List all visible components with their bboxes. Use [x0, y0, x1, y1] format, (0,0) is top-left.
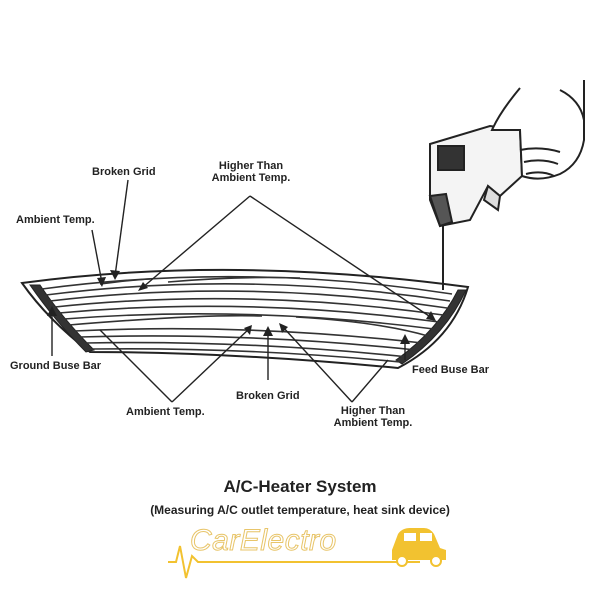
grid-line [91, 347, 401, 363]
hand-icon [490, 80, 585, 180]
arrowhead [97, 277, 106, 287]
grid-line [79, 335, 417, 351]
grid-line [68, 314, 429, 337]
arrowhead [279, 323, 288, 333]
thermometer-grip [482, 184, 502, 212]
arrowheads [47, 270, 436, 344]
arrowhead [244, 325, 252, 335]
pulse-line-icon [168, 545, 420, 579]
arrowhead [263, 326, 273, 336]
hand-outline [490, 80, 585, 180]
thermometer-nose [428, 192, 454, 228]
label-higher-than-top: Higher Than Ambient Temp. [196, 160, 306, 184]
grid-line [85, 341, 409, 358]
leader-ambient-bottom-b [171, 327, 251, 403]
caption-title: A/C-Heater System [223, 477, 377, 496]
label-higher-than-bottom: Higher Than Ambient Temp. [318, 405, 428, 429]
grid-line [58, 305, 440, 323]
watermark-text: CarElectro [190, 524, 337, 558]
arrowhead [400, 334, 410, 344]
label-higher-top-line2: Ambient Temp. [211, 172, 291, 184]
leader-lines [51, 179, 433, 403]
label-higher-bottom-line2: Ambient Temp. [333, 417, 413, 429]
label-ground-buse-bar: Ground Buse Bar [10, 360, 102, 372]
label-higher-bottom-line1: Higher Than [340, 405, 406, 417]
sleeve [559, 89, 585, 121]
finger [525, 171, 555, 177]
grid-line [63, 313, 435, 330]
finger [523, 159, 559, 165]
thermometer-display [437, 145, 465, 171]
leader-ambient-left [91, 229, 103, 284]
grid-line [54, 297, 444, 316]
grid-line [49, 290, 448, 309]
label-higher-top-line1: Higher Than [218, 160, 284, 172]
leader-higher-bottom-b [351, 359, 389, 403]
grid-line [167, 276, 301, 283]
grid-line [99, 278, 151, 285]
leader-higher-top-b [249, 195, 433, 319]
leader-ambient-bottom-a [99, 329, 173, 403]
infrared-thermometer-icon [428, 124, 524, 228]
finger [519, 147, 561, 153]
label-broken-grid-top: Broken Grid [92, 166, 156, 178]
car-icon [392, 528, 446, 567]
label-feed-buse-bar: Feed Buse Bar [412, 364, 490, 376]
leader-broken-grid-top [114, 179, 129, 277]
leader-higher-bottom-a [281, 325, 353, 403]
label-ambient-left: Ambient Temp. [16, 214, 95, 226]
grid-line [41, 275, 453, 295]
arrowhead [110, 270, 120, 280]
heater-grid-lines [41, 275, 453, 363]
feed-buse-bar [395, 289, 467, 365]
label-ambient-bottom: Ambient Temp. [126, 406, 205, 418]
watermark-graphic [168, 528, 446, 579]
label-broken-grid-bottom: Broken Grid [236, 390, 300, 402]
arrowhead [138, 282, 148, 291]
arrowhead [47, 306, 57, 316]
leader-higher-top-a [141, 195, 251, 289]
rear-glass-outline [20, 268, 470, 370]
arrowhead [426, 311, 436, 321]
caption-subtitle: (Measuring A/C outlet temperature, heat … [150, 503, 450, 517]
